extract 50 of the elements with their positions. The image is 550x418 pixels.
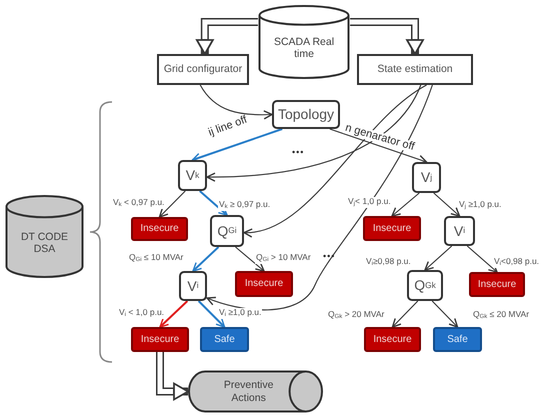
arrow: [206, 84, 433, 310]
process-box: Topology: [272, 100, 340, 129]
insecure-box: Insecure: [131, 217, 188, 241]
process-box: Grid configurator: [157, 54, 249, 85]
edge-label: n genarator off: [343, 122, 417, 154]
edge-label: V$_{i}$ ≥1,0 p.u.: [218, 308, 262, 319]
insecure-box: Insecure: [364, 327, 421, 352]
edge-label: V$_{i}$≥0,98 p.u.: [365, 257, 412, 268]
node-label: SCADA Real time: [272, 36, 336, 60]
arrow: [206, 84, 422, 182]
edge-label: V$_{j}$< 1,0 p.u.: [347, 197, 392, 208]
storage-cylinder: [188, 370, 323, 413]
edge-label: V$_{k}$ < 0,97 p.u.: [112, 198, 166, 209]
highlighted-arrow: [192, 128, 283, 162]
edge-label: Q$_{Gi}$ ≤ 10 MVAr: [128, 253, 184, 264]
ellipsis-text: •••: [292, 148, 304, 157]
edge-label: V$_{j}$ ≥1,0 p.u.: [458, 200, 502, 211]
arrow: [433, 192, 460, 217]
safe-box: Safe: [200, 327, 249, 352]
safe-box: Safe: [433, 327, 482, 352]
insecure-box: Insecure: [131, 327, 189, 352]
insecure-box: Insecure: [469, 272, 525, 297]
database-cylinder: [5, 195, 84, 278]
arrow: [432, 300, 458, 328]
edge-label: V$_{i}$ < 1,0 p.u.: [118, 308, 166, 319]
arrow: [158, 190, 186, 218]
arrow: [243, 84, 427, 237]
highlighted-arrow: [192, 246, 220, 272]
arrow: [392, 300, 418, 328]
arrow: [200, 84, 273, 120]
highlighted-arrow: [199, 190, 228, 216]
arrow: [235, 246, 265, 272]
edge-label: Q$_{Gk}$ > 20 MVAr: [327, 310, 386, 321]
edge-label: ij line off: [206, 114, 250, 139]
process-box: State estimation: [357, 54, 473, 85]
arrow: [424, 246, 452, 271]
edge-label: V$_{k}$ ≥ 0,97 p.u.: [218, 200, 272, 211]
highlighted-arrow: [198, 300, 226, 328]
edge-label: Q$_{Gk}$ ≤ 20 MVAr: [472, 310, 530, 321]
insecure-box: Insecure: [235, 271, 293, 297]
arrow: [391, 192, 420, 217]
insecure-box: Insecure: [363, 216, 421, 241]
highlighted-arrow: [159, 300, 188, 328]
database-cylinder: [258, 5, 350, 79]
node-label: DT CODE DSA: [20, 231, 70, 256]
node-label: Preventive Actions: [222, 379, 274, 404]
edge-label: V$_{i}$<0,98 p.u.: [493, 257, 540, 268]
arrow: [330, 128, 428, 164]
arrow: [466, 246, 498, 273]
edge-label: Q$_{Gi}$ > 10 MVAr: [255, 253, 312, 264]
